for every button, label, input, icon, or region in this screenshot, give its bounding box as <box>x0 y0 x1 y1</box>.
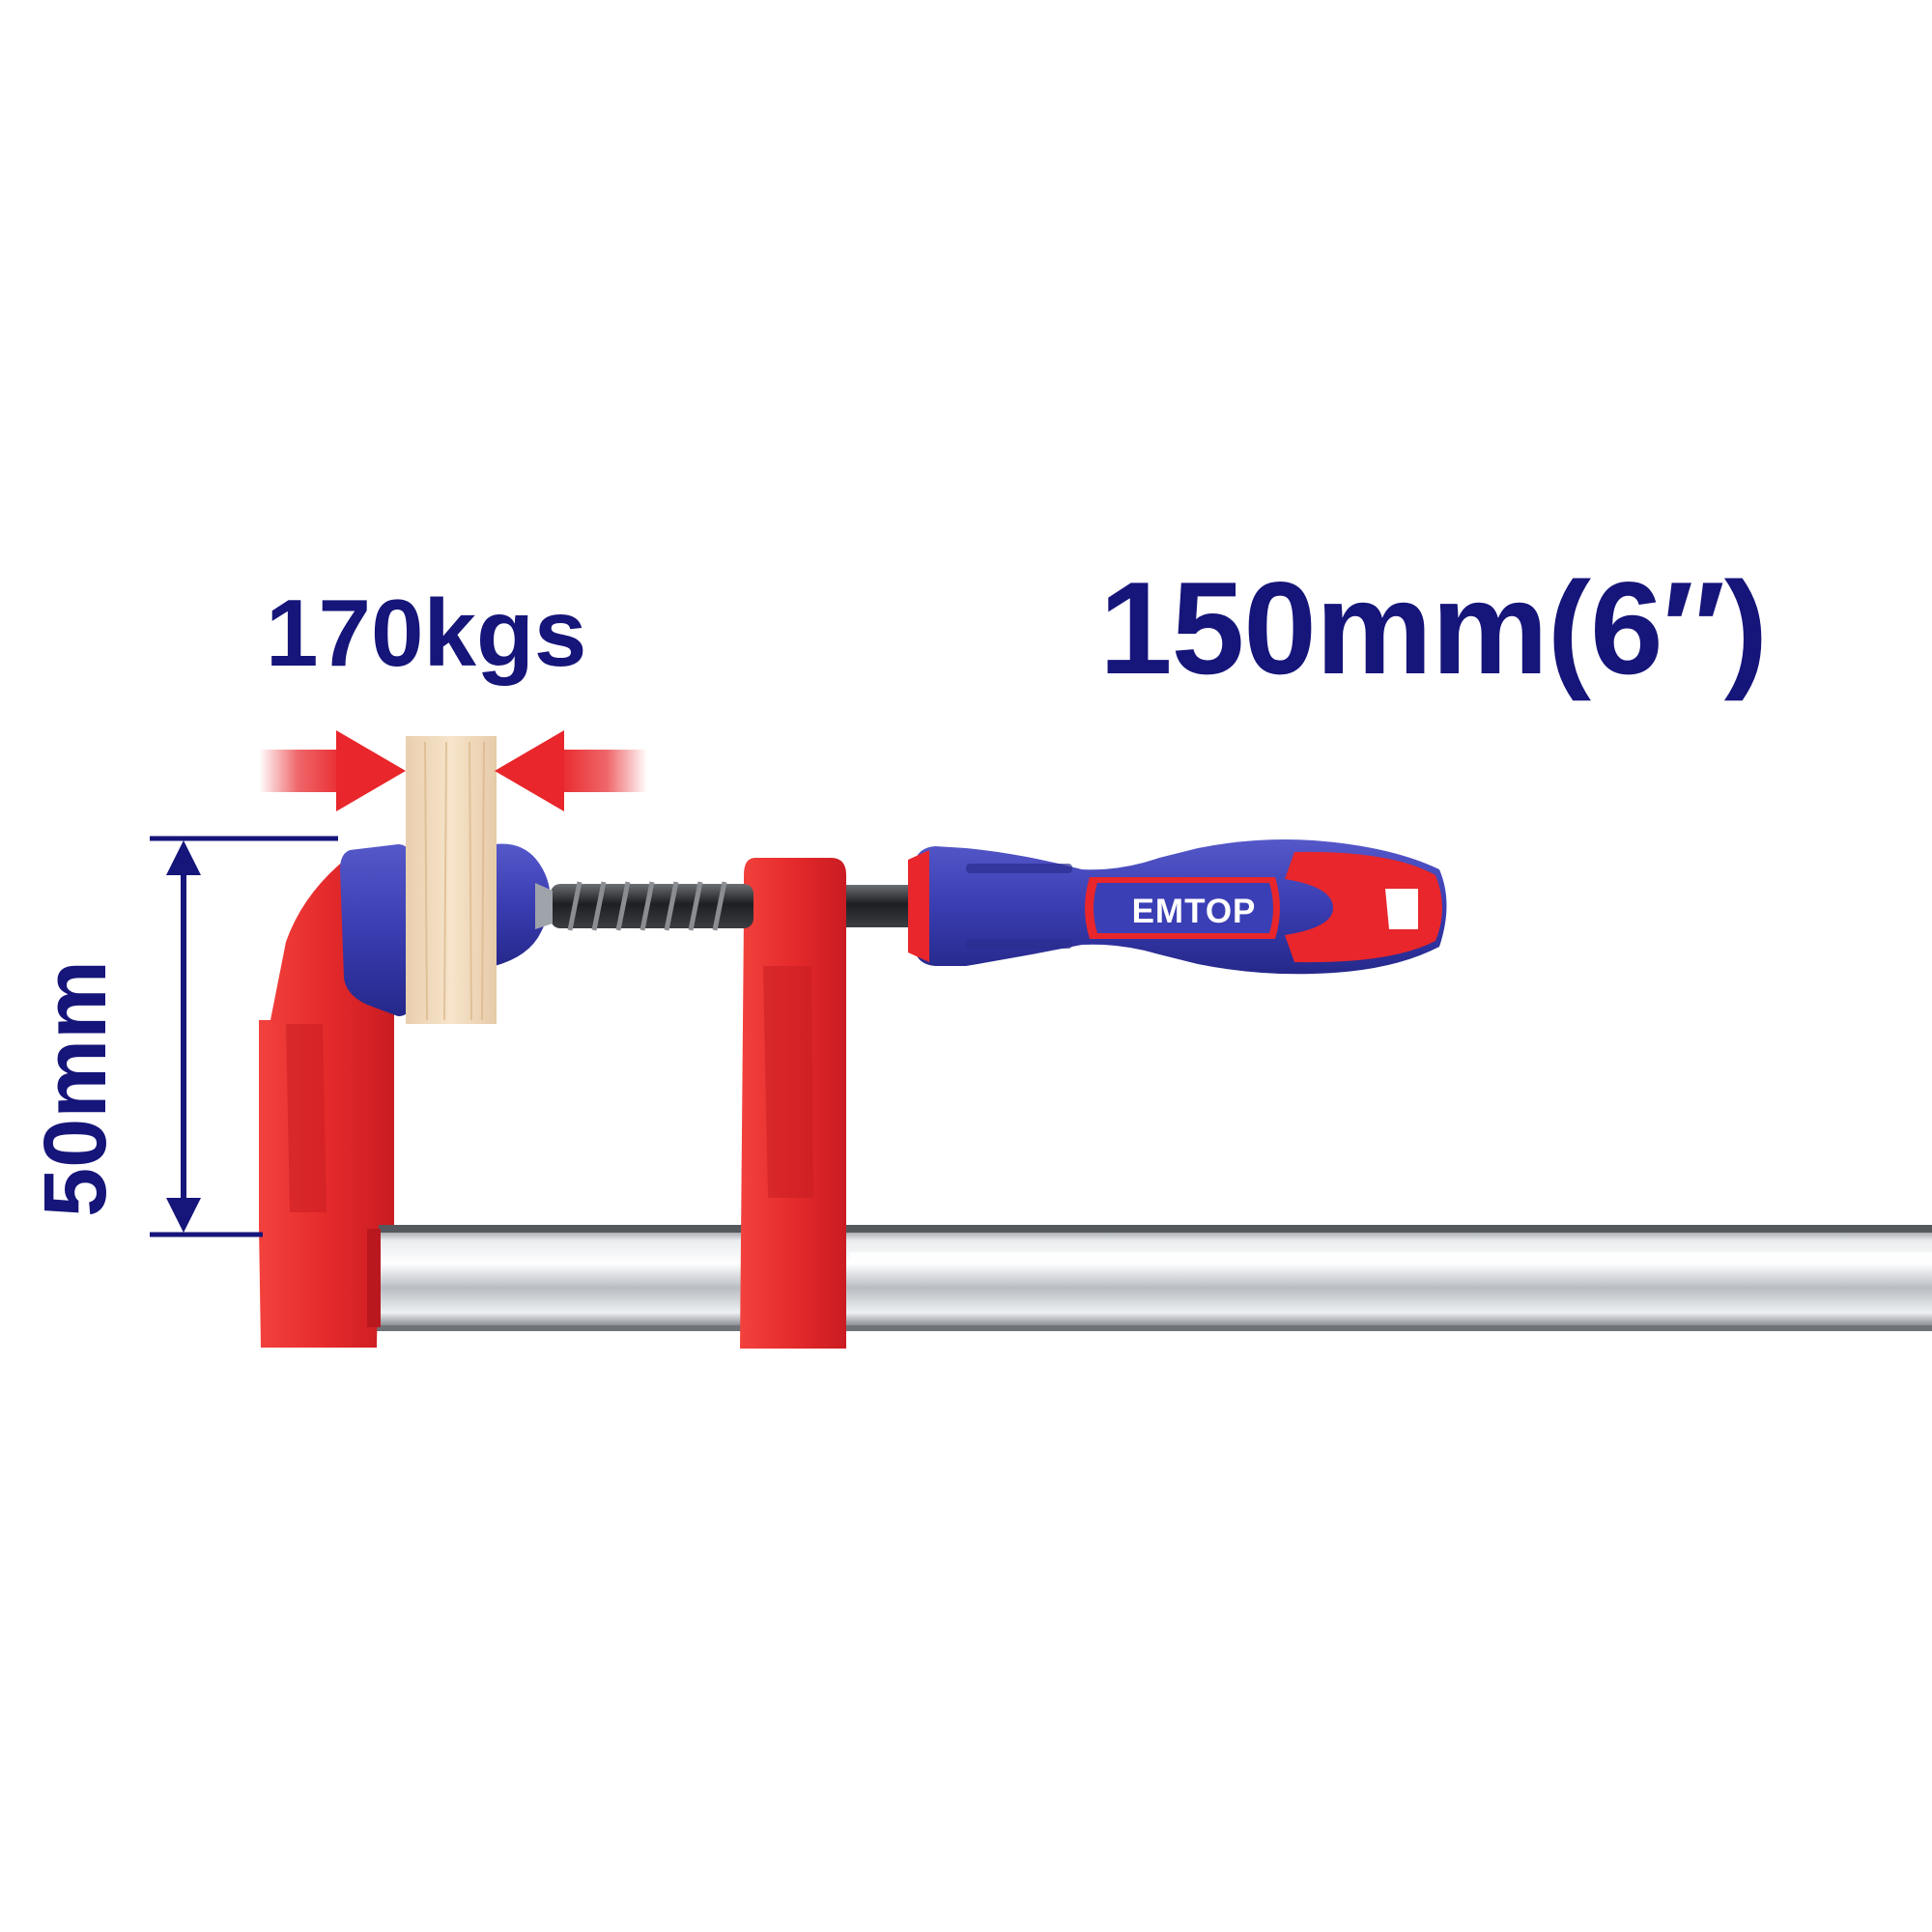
sliding-arm <box>740 858 846 1349</box>
pressure-arrow-right-icon <box>495 730 647 811</box>
jaw-pads <box>340 843 553 1016</box>
pressure-arrow-left-icon <box>259 730 406 811</box>
steel-bar <box>367 1225 1932 1331</box>
size-label: 150mm(6″) <box>1099 554 1768 701</box>
clamp-handle <box>908 839 1447 975</box>
threaded-screw <box>551 881 914 931</box>
wood-workpiece <box>406 736 497 1024</box>
jaw-depth-label: 50mm <box>26 960 125 1217</box>
clamping-force-label: 170kgs <box>266 580 587 686</box>
dimension-arrow-icon <box>150 836 338 1237</box>
brand-logo: EMTOP <box>1131 893 1257 930</box>
